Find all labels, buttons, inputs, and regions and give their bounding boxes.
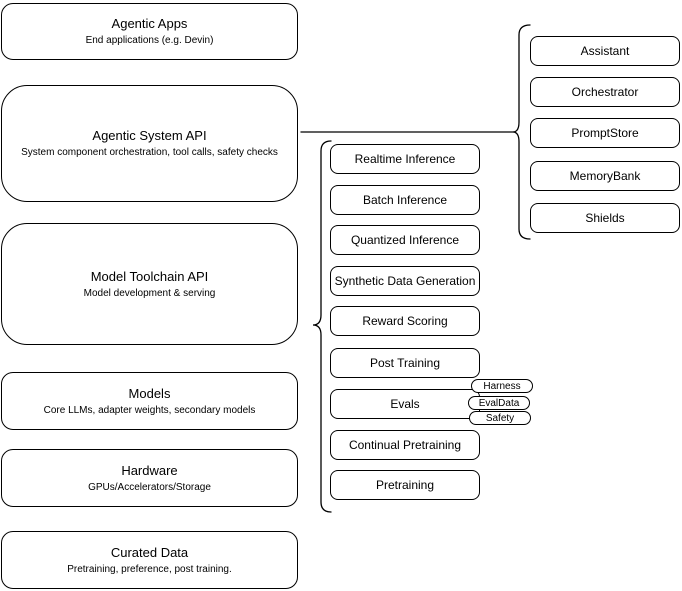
box-synthetic-data-generation: Synthetic Data Generation [330, 266, 480, 296]
box-promptstore: PromptStore [530, 118, 680, 148]
node-label: MemoryBank [569, 169, 641, 183]
node-label: Realtime Inference [354, 152, 456, 166]
pill-label: Harness [483, 380, 521, 392]
box-memorybank: MemoryBank [530, 161, 680, 191]
box-agentic-apps: Agentic Apps End applications (e.g. Devi… [1, 3, 298, 60]
box-post-training: Post Training [330, 348, 480, 378]
box-agentic-system-api: Agentic System API System component orch… [1, 85, 298, 202]
box-subtitle: Pretraining, preference, post training. [67, 563, 232, 575]
box-title: Agentic Apps [111, 16, 188, 31]
node-label: Reward Scoring [362, 314, 448, 328]
node-label: Synthetic Data Generation [334, 274, 476, 288]
box-pretraining: Pretraining [330, 470, 480, 500]
box-subtitle: System component orchestration, tool cal… [21, 147, 278, 158]
node-label: Pretraining [375, 478, 435, 492]
box-title: Model Toolchain API [90, 268, 209, 284]
pill-label: EvalData [478, 397, 520, 409]
box-batch-inference: Batch Inference [330, 185, 480, 215]
node-label: Evals [390, 397, 420, 411]
node-label: Post Training [369, 356, 441, 370]
box-subtitle: Core LLMs, adapter weights, secondary mo… [43, 404, 256, 416]
box-models: Models Core LLMs, adapter weights, secon… [1, 372, 298, 430]
box-assistant: Assistant [530, 36, 680, 66]
box-subtitle: GPUs/Accelerators/Storage [88, 481, 211, 493]
box-reward-scoring: Reward Scoring [330, 306, 480, 336]
box-subtitle: Model development & serving [83, 287, 216, 299]
node-label: Continual Pretraining [348, 438, 462, 452]
pill-harness: Harness [471, 379, 533, 393]
box-title: Models [128, 385, 171, 401]
node-label: Shields [585, 211, 625, 225]
node-label: Batch Inference [362, 193, 448, 207]
node-label: PromptStore [571, 126, 639, 140]
box-continual-pretraining: Continual Pretraining [330, 430, 480, 460]
box-shields: Shields [530, 203, 680, 233]
box-realtime-inference: Realtime Inference [330, 144, 480, 174]
pill-safety: Safety [469, 411, 531, 425]
box-title: Agentic System API [92, 128, 207, 143]
box-subtitle: End applications (e.g. Devin) [85, 35, 214, 46]
box-title: Curated Data [110, 544, 189, 560]
box-curated-data: Curated Data Pretraining, preference, po… [1, 531, 298, 589]
box-orchestrator: Orchestrator [530, 77, 680, 107]
node-label: Orchestrator [571, 85, 639, 99]
toolchain-brace [312, 140, 332, 513]
box-model-toolchain-api: Model Toolchain API Model development & … [1, 223, 298, 345]
pill-evaldata: EvalData [468, 396, 530, 410]
box-hardware: Hardware GPUs/Accelerators/Storage [1, 449, 298, 507]
system-brace [512, 24, 531, 240]
node-label: Assistant [580, 44, 630, 58]
box-evals: Evals [330, 389, 480, 419]
node-label: Quantized Inference [350, 233, 460, 247]
box-quantized-inference: Quantized Inference [330, 225, 480, 255]
pill-label: Safety [485, 412, 515, 424]
box-title: Hardware [121, 462, 178, 478]
